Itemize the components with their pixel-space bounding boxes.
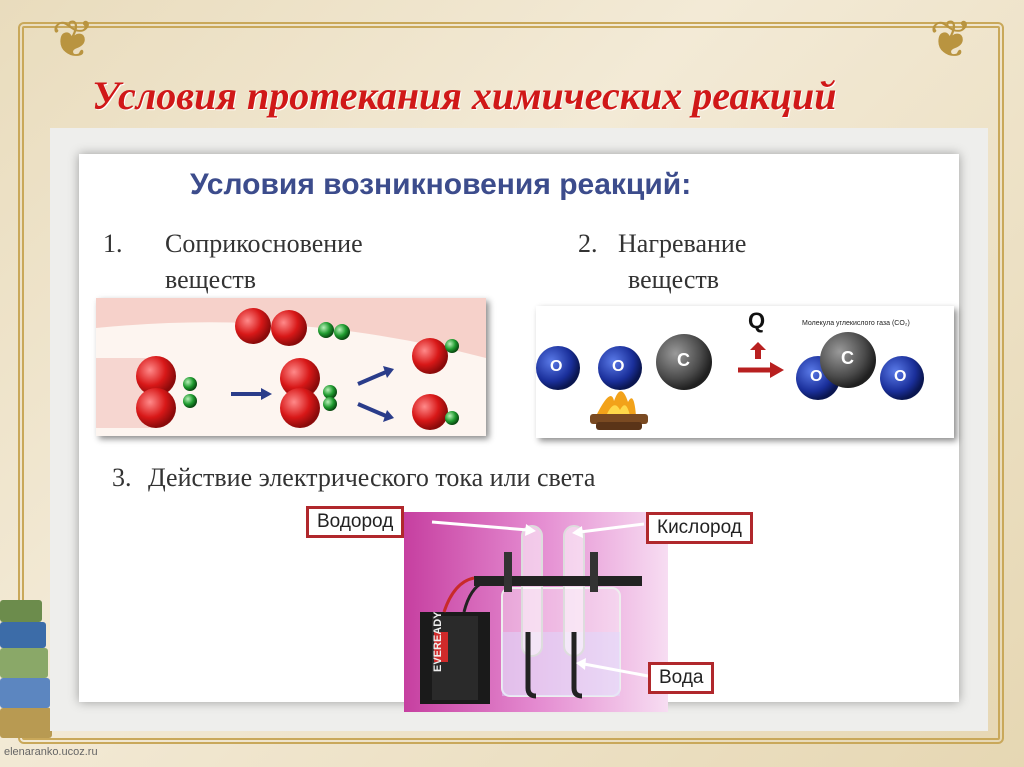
decorative-border — [18, 22, 1004, 744]
electrolysis-apparatus — [420, 525, 642, 704]
book-decoration — [0, 708, 52, 738]
oxygen-label: Кислород — [646, 512, 753, 544]
heating-diagram: Q Молекула углекислого газа (CO₂) O O C … — [536, 306, 954, 438]
condition-3-number: 3. — [112, 463, 132, 492]
oxygen-atom-label: O — [894, 368, 907, 385]
ornament-icon: ❦ — [51, 12, 95, 69]
water-label: Вода — [648, 662, 715, 694]
book-decoration — [0, 678, 50, 708]
oxygen-atom-label: O — [810, 368, 823, 385]
subtitle: Условия возникновения реакций: — [190, 168, 692, 201]
ornament-icon: ❦ — [929, 12, 973, 69]
condition-2-number: 2. — [578, 229, 598, 258]
heat-symbol: Q — [748, 308, 766, 333]
contact-diagram — [96, 298, 486, 436]
book-decoration — [0, 648, 48, 678]
book-decoration — [0, 622, 46, 648]
co2-caption: Молекула углекислого газа (CO₂) — [802, 320, 910, 327]
book-decoration — [0, 600, 42, 622]
condition-2-line1: Нагревание — [618, 229, 747, 258]
heating-molecules-illustration — [536, 332, 924, 430]
carbon-atom-label: C — [841, 348, 854, 368]
condition-1-line1: Соприкосновение — [165, 229, 363, 258]
footer-source: elenaranko.ucoz.ru — [4, 746, 98, 758]
condition-3-text: Действие электрического тока или света — [148, 463, 596, 492]
hydrogen-label: Водород — [306, 506, 405, 538]
oxygen-atom-label: O — [550, 358, 563, 375]
condition-1-line2: веществ — [165, 265, 257, 294]
slide-title: Условия протекания химических реакций — [92, 73, 837, 118]
condition-2-line2: веществ — [628, 265, 720, 294]
electrolysis-photo: EVEREADY — [404, 512, 668, 712]
condition-1-number: 1. — [103, 229, 123, 258]
contact-molecules-illustration — [96, 298, 486, 430]
carbon-atom-label: C — [677, 350, 690, 370]
oxygen-atom-label: O — [612, 358, 625, 375]
